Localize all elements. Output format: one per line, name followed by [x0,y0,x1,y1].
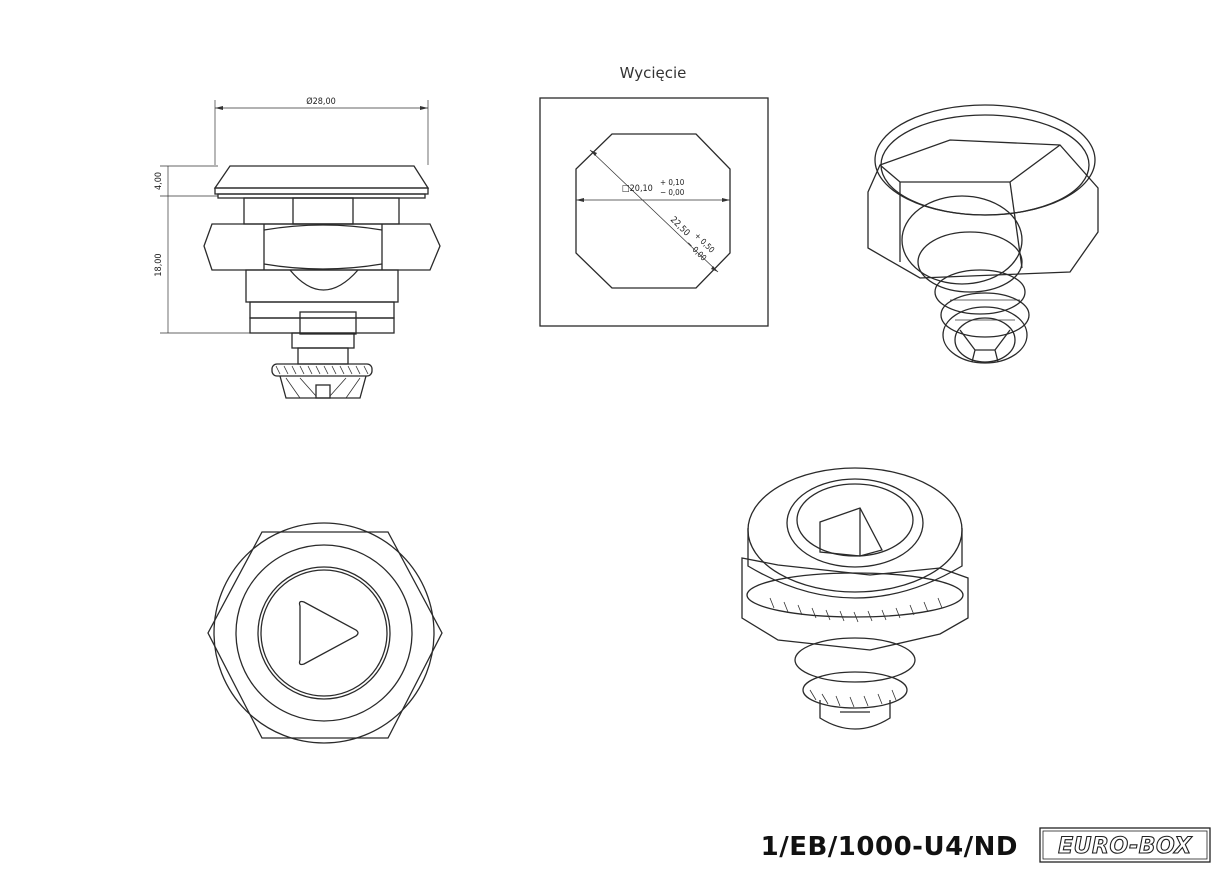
front-view [207,522,443,744]
diameter-dim-label: Ø28,00 [306,96,336,107]
body-height-dim-label: 18,00 [154,253,164,276]
logo-box [1039,827,1211,863]
title-block: 1/EB/1000-U4/ND EURO-BOX [761,827,1211,863]
cutout-view: Wycięcie □20,10 + 0,10 − 0,00 22,50 + 0,… [539,64,769,327]
side-view: Ø28,00 4,00 18,00 [154,96,441,399]
play-icon [298,600,359,666]
part-number: 1/EB/1000-U4/ND [761,832,1018,862]
isometric-front-view [741,467,969,730]
head-height-dim-label: 4,00 [154,172,164,190]
isometric-rear-view [867,104,1099,364]
brand-logo: EURO-BOX [1058,834,1192,859]
cutout-panel [539,97,769,327]
cutout-shape [575,133,731,289]
square-tol-minus: − 0,00 [660,188,685,197]
square-tol-plus: + 0,10 [660,178,685,187]
cutout-title: Wycięcie [620,64,687,82]
square-dim-label: □20,10 [622,184,653,194]
